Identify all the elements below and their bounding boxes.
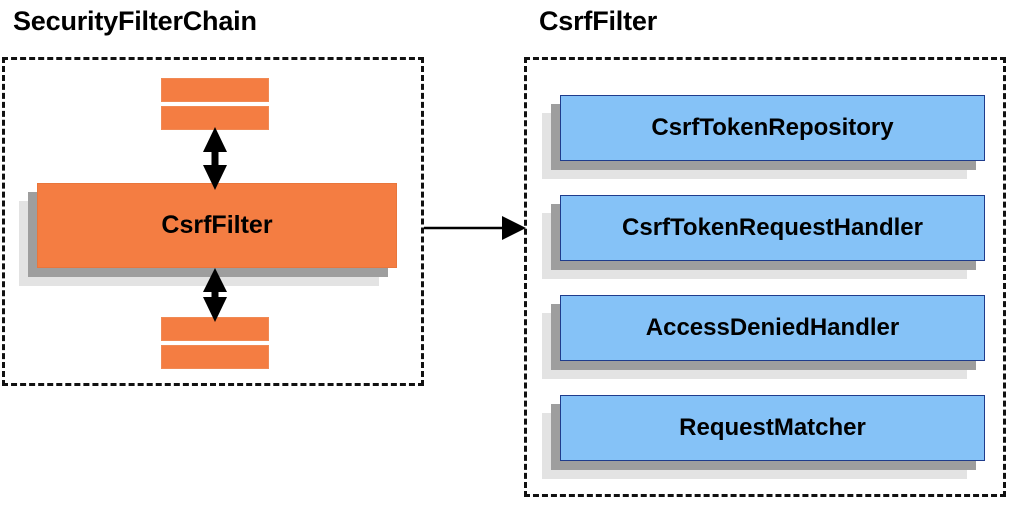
- component-box-request-matcher[interactable]: RequestMatcher: [542, 395, 985, 479]
- security-filter-chain-panel: [2, 57, 424, 386]
- component-box-label: CsrfTokenRequestHandler: [560, 195, 985, 261]
- filter-stub-bottom-2: [161, 345, 269, 369]
- filter-stub-bottom-1: [161, 317, 269, 341]
- csrf-filter-box-label: CsrfFilter: [37, 183, 397, 268]
- left-to-right-arrow-icon: [424, 216, 526, 240]
- component-box-label: CsrfTokenRepository: [560, 95, 985, 161]
- csrf-filter-collaborators-panel: [524, 57, 1006, 497]
- page-title-csrf-filter: CsrfFilter: [539, 6, 658, 36]
- component-box-access-denied-handler[interactable]: AccessDeniedHandler: [542, 295, 985, 379]
- filter-stub-top-1: [161, 78, 269, 102]
- component-box-label: RequestMatcher: [560, 395, 985, 461]
- component-box-csrf-token-repository[interactable]: CsrfTokenRepository: [542, 95, 985, 179]
- component-box-label: AccessDeniedHandler: [560, 295, 985, 361]
- csrf-filter-box[interactable]: CsrfFilter: [19, 183, 397, 286]
- component-box-csrf-token-request-handler[interactable]: CsrfTokenRequestHandler: [542, 195, 985, 279]
- filter-stub-top-2: [161, 106, 269, 130]
- page-title-security-filter-chain: SecurityFilterChain: [13, 6, 257, 36]
